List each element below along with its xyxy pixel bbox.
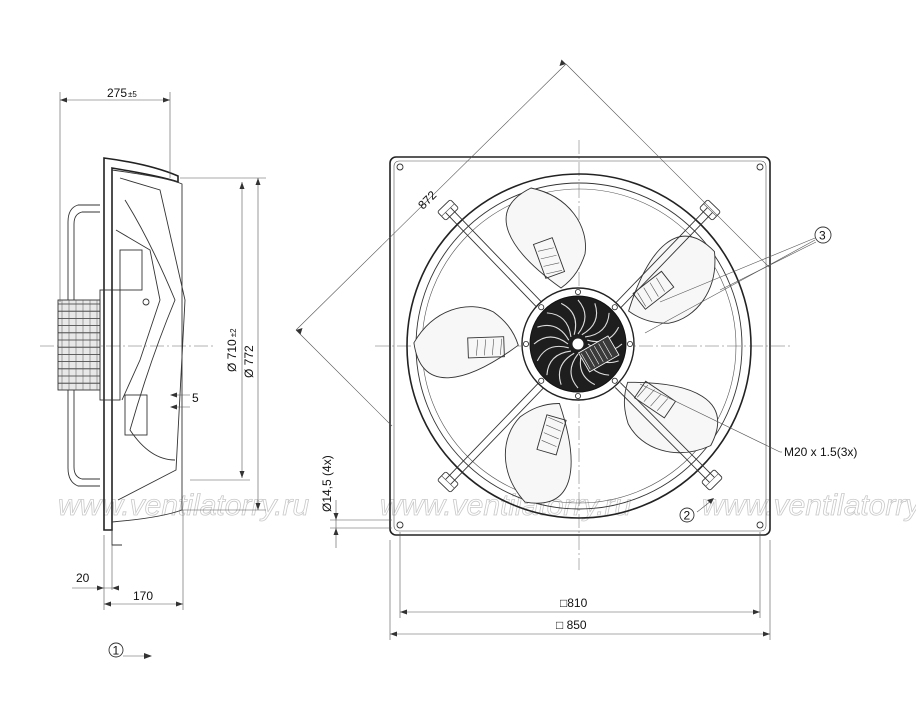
- strut: [450, 387, 544, 485]
- inner-square-label: □810: [560, 596, 588, 610]
- rotation-callout-number: 2: [684, 509, 691, 523]
- impeller-blades: [413, 187, 718, 504]
- motor-bolt: [627, 340, 634, 347]
- thread-label: M20 x 1.5(3x): [784, 445, 857, 459]
- strut: [614, 207, 708, 305]
- airflow-callout: 1: [108, 642, 152, 659]
- blade: [413, 306, 519, 379]
- side-bolt: [142, 298, 150, 306]
- housing-ring-outer: [406, 173, 752, 519]
- blade-profile-outer: [117, 177, 186, 501]
- motor-bolt: [611, 304, 618, 311]
- motor-bolts: [523, 288, 634, 399]
- motor-bolt: [523, 340, 530, 347]
- frame-depth-label: 170: [133, 589, 153, 603]
- strut: [619, 212, 713, 310]
- watermark-left: www.ventilatorry.ru: [58, 489, 309, 522]
- rotor-body: [99, 289, 121, 401]
- outer-square-label: □ 850: [556, 618, 587, 632]
- strut: [619, 382, 715, 478]
- rotation-arrow-icon: [707, 498, 714, 504]
- watermark-center: www.ventilatorry.ru: [380, 489, 631, 522]
- square-frame-inner: [393, 160, 767, 532]
- blade-profile-inner: [124, 199, 176, 461]
- strut: [450, 207, 544, 305]
- front-dimensions: 872 Ø14,5 (4x) □810 □ 850 M20 x 1.5(3x): [295, 59, 857, 640]
- strut: [614, 387, 710, 483]
- strut-lower-inner: [73, 390, 100, 480]
- lifting-eye-callout: 3: [644, 226, 832, 334]
- motor-bolt: [575, 392, 582, 399]
- airflow-arrow-icon: [144, 653, 152, 659]
- mounting-hole-tr: [756, 163, 764, 171]
- housing-profile: [111, 169, 183, 523]
- rotation-callout: 2: [679, 498, 714, 523]
- motor-bolt: [538, 304, 545, 311]
- motor-bolt: [611, 377, 618, 384]
- lifting-eye-callout-number: 3: [819, 229, 826, 243]
- guard-struts: [445, 207, 715, 485]
- diagonal-label: 872: [415, 188, 439, 212]
- strut-upper: [67, 204, 100, 300]
- square-frame: [389, 156, 771, 536]
- frame-foot: [111, 520, 122, 546]
- frame-flange: [103, 157, 179, 531]
- strut-upper-inner: [73, 211, 100, 300]
- side-dimensions: 275±5 Ø 710±2 Ø 772 5 20 170: [59, 86, 266, 610]
- side-view: [40, 157, 215, 546]
- strut-clamps: [437, 199, 723, 493]
- blade: [505, 187, 586, 289]
- mounting-hole-bl: [396, 521, 404, 529]
- gap-label: 5: [192, 391, 199, 405]
- blade-diameter-label: Ø 710±2: [225, 328, 239, 372]
- airflow-callout-number: 1: [113, 644, 120, 658]
- strut: [445, 212, 539, 310]
- motor-bolt: [538, 377, 545, 384]
- front-view: [375, 140, 790, 570]
- watermark-layer: www.ventilatorry.ru www.ventilatorry.ru …: [58, 489, 916, 523]
- blade-section-upper: [119, 249, 143, 291]
- strut-lower: [67, 390, 100, 487]
- blade: [623, 380, 718, 454]
- mounting-hole-br: [756, 521, 764, 529]
- blade-edge: [115, 229, 161, 401]
- watermark-right: www.ventilatorry.ru: [702, 489, 916, 522]
- motor-hub: [571, 337, 585, 351]
- blade: [504, 403, 572, 504]
- motor-fins-side: [57, 299, 101, 391]
- motor-fin-pattern: [533, 299, 623, 389]
- motor-bolt: [575, 288, 582, 295]
- blade-section-lower: [124, 394, 148, 436]
- mounting-hole-tl: [396, 163, 404, 171]
- mounting-holes: [396, 163, 764, 529]
- strut: [445, 382, 539, 480]
- hole-label: Ø14,5 (4x): [320, 455, 334, 512]
- depth-label: 275±5: [107, 86, 137, 100]
- flange-label: 20: [76, 571, 90, 585]
- housing-diameter-label: Ø 772: [242, 345, 256, 378]
